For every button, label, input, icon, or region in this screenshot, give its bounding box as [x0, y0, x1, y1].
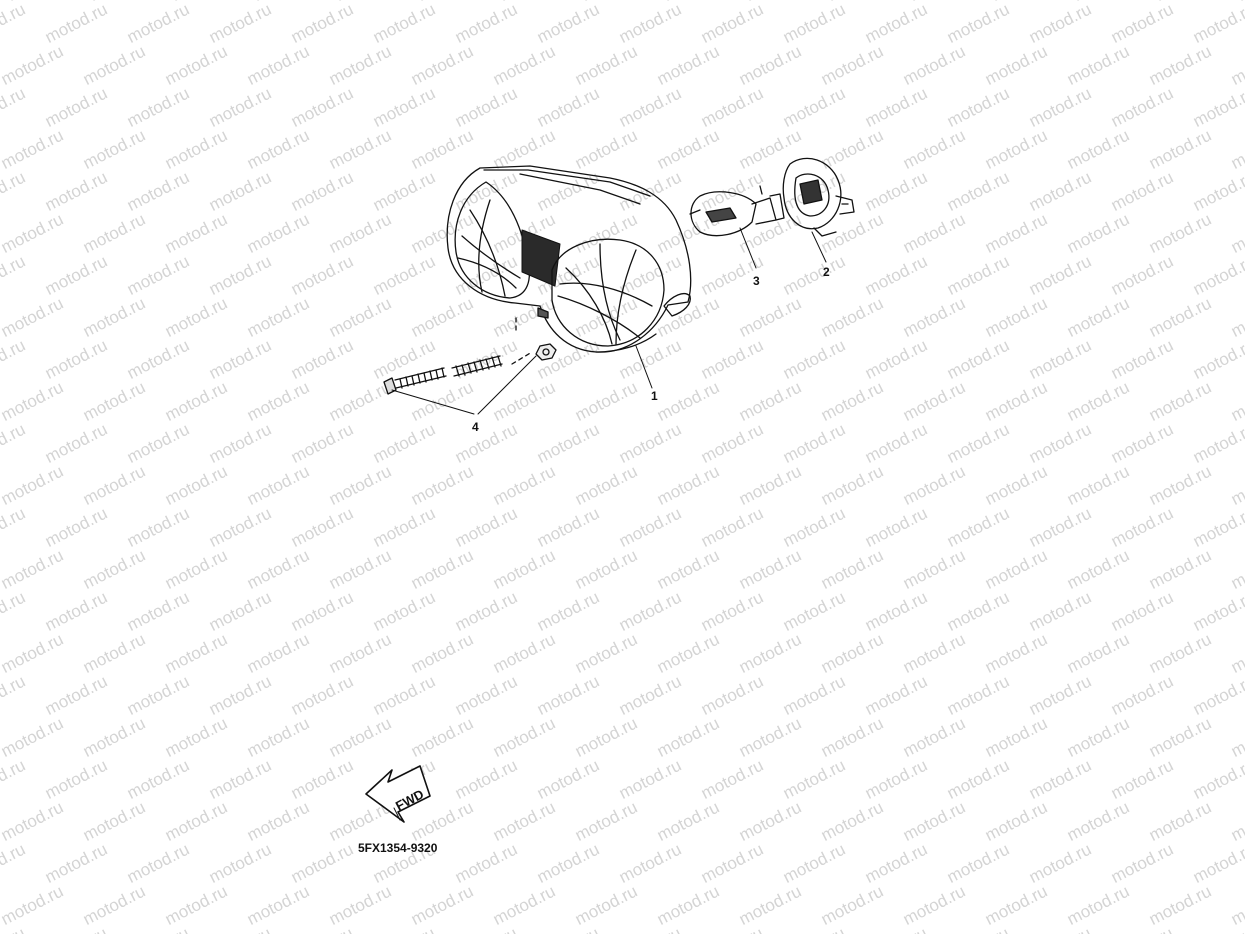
diagram-code: 5FX1354-9320 [358, 841, 438, 855]
bulb [689, 185, 785, 237]
headlight-unit [446, 165, 692, 353]
bulb-socket [782, 157, 855, 237]
leader-lines [391, 227, 827, 415]
callout-2: 2 [823, 265, 830, 279]
callout-1: 1 [651, 389, 658, 403]
callout-4: 4 [472, 420, 479, 434]
callout-3: 3 [753, 274, 760, 288]
adjusting-screw-set [383, 317, 557, 395]
fwd-arrow-icon [365, 765, 431, 823]
